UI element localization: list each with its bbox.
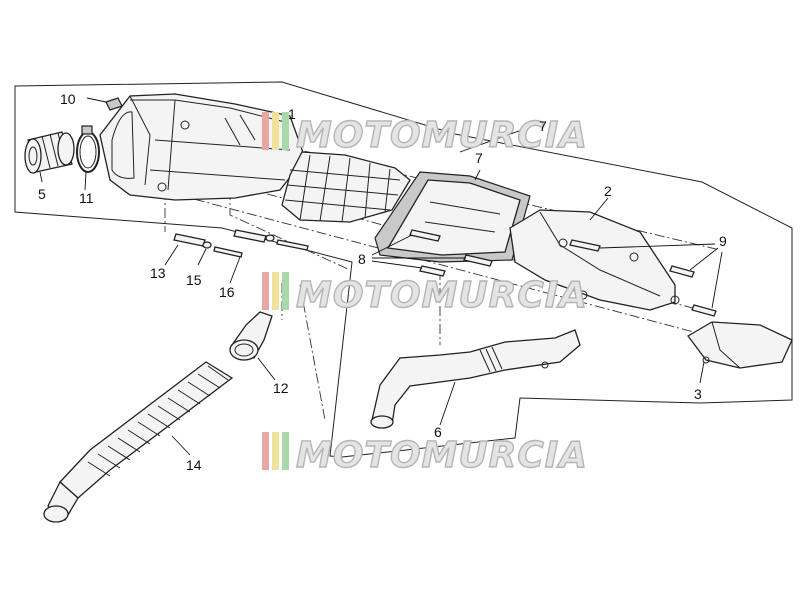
callout-10: 10	[60, 91, 76, 107]
part-16-bolt	[213, 239, 309, 258]
callout-15: 15	[186, 272, 202, 288]
callout-7b: 7	[475, 150, 483, 166]
callout-3: 3	[694, 386, 702, 402]
part-12-elbow-sleeve	[229, 311, 273, 361]
part-6-intake-pipe	[370, 329, 581, 429]
callout-12: 12	[273, 380, 289, 396]
callout-1: 1	[288, 106, 296, 122]
watermark-text-1: MOTOMURCIA	[296, 115, 588, 156]
callout-9: 9	[719, 233, 727, 249]
part-13-tube	[173, 229, 267, 247]
callout-6: 6	[434, 424, 442, 440]
part-9-screws	[569, 239, 717, 317]
part-15-washer	[202, 234, 275, 249]
part-2-cover	[509, 209, 680, 311]
part-8-screws	[409, 229, 493, 277]
part-11-hose-clamp	[76, 125, 100, 173]
part-1-air-box	[99, 93, 306, 201]
watermark-1: MOTOMURCIA	[262, 112, 588, 157]
callout-13: 13	[150, 265, 166, 281]
callout-8: 8	[358, 251, 366, 267]
callout-labels: 10 1 7 7 2 5 11 9 8 13 15 16 12 3 6 14	[38, 91, 727, 473]
watermark-text-3: MOTOMURCIA	[296, 435, 588, 476]
callout-16: 16	[219, 284, 235, 300]
callout-5: 5	[38, 186, 46, 202]
filter-grid	[281, 151, 411, 223]
callout-2: 2	[604, 183, 612, 199]
watermark-2: MOTOMURCIA	[262, 272, 588, 317]
part-14-corrugated-hose	[43, 361, 234, 523]
callout-11: 11	[79, 190, 94, 206]
leader-lines	[39, 97, 723, 456]
part-5-intake-sleeve	[24, 131, 75, 174]
watermark-3: MOTOMURCIA	[262, 432, 588, 477]
callout-7a: 7	[539, 118, 547, 134]
part-10-clip	[105, 97, 123, 111]
watermark-text-2: MOTOMURCIA	[296, 275, 588, 316]
part-3-intake-duct	[687, 321, 793, 369]
callout-14: 14	[186, 457, 202, 473]
